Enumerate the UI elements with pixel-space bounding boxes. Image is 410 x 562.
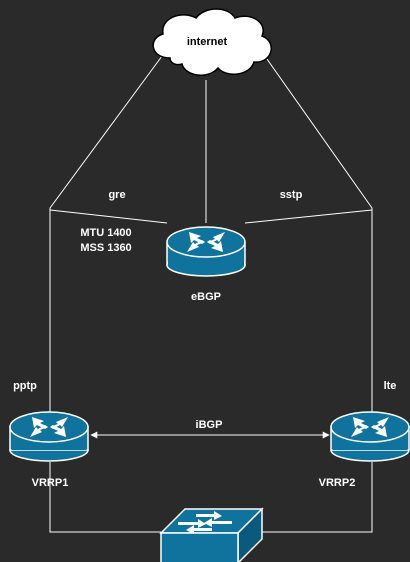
link-right-core <box>244 209 373 224</box>
network-switch[interactable] <box>159 507 264 562</box>
router-icon <box>330 411 410 462</box>
switch-icon <box>159 507 264 562</box>
router-icon <box>166 226 246 277</box>
core-router[interactable]: eBGP <box>166 226 246 303</box>
pptp-label: pptp <box>13 380 37 392</box>
router-vrrp1-label: VRRP1 <box>32 477 69 489</box>
ibgp-label: iBGP <box>196 419 223 431</box>
core-router-label: eBGP <box>191 291 221 303</box>
internet-cloud[interactable]: internet <box>152 8 272 76</box>
cloud-icon <box>152 8 272 76</box>
link-right-switch <box>262 462 373 533</box>
gre-label: gre <box>108 189 125 201</box>
lte-label: lte <box>384 380 397 392</box>
router-vrrp2[interactable]: VRRP2 <box>319 411 410 489</box>
router-icon <box>9 411 89 462</box>
sstp-label: sstp <box>280 189 303 201</box>
link-left-core <box>49 209 168 224</box>
link-gre <box>49 51 166 413</box>
mss-note: MSS 1360 <box>80 242 131 254</box>
mtu-note: MTU 1400 <box>80 227 131 239</box>
router-vrrp2-label: VRRP2 <box>319 477 356 489</box>
connection-lines <box>49 51 373 533</box>
link-sstp <box>261 51 373 413</box>
router-vrrp1[interactable]: VRRP1 <box>9 411 89 489</box>
link-left-switch <box>49 462 161 533</box>
internet-label: internet <box>187 36 228 48</box>
